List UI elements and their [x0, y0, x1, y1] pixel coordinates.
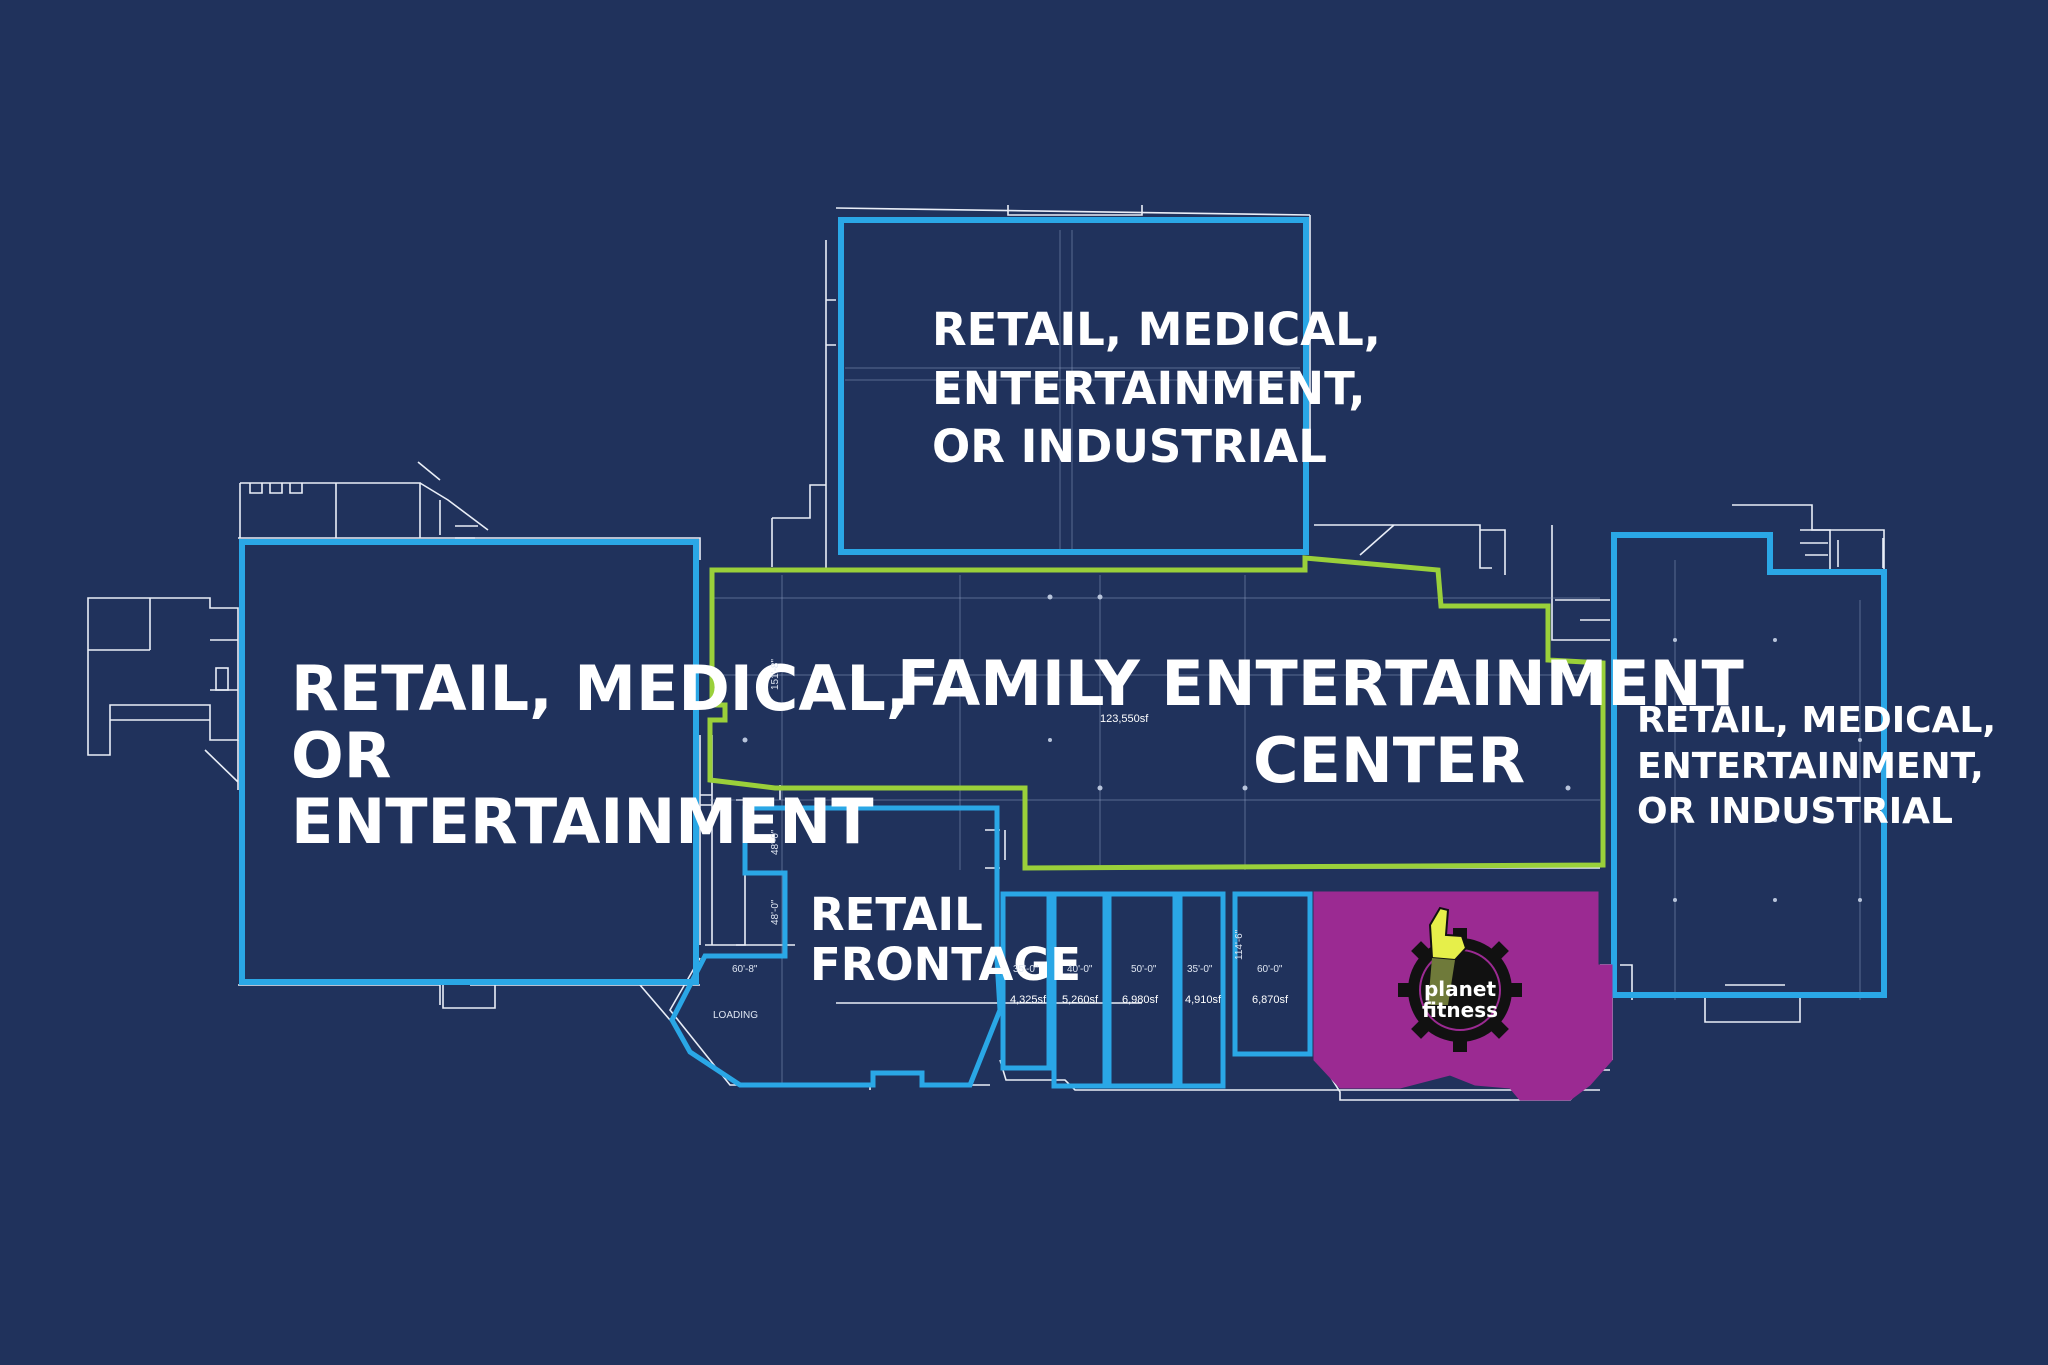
space-outline-retail-frontage[interactable] [669, 805, 1003, 1088]
loading-label: LOADING [713, 1010, 758, 1021]
column-grid [710, 230, 1862, 1085]
fec-depth-label: 151'-8" [770, 659, 781, 690]
suite-2-width: 40'-0" [1067, 964, 1093, 975]
suite-labels: 35'-0" 4,325sf 40'-0" 5,260sf 50'-0" 6,9… [1010, 929, 1289, 1006]
suite-5-width: 60'-0" [1257, 964, 1283, 975]
space-label-left-line1: RETAIL, MEDICAL, [291, 652, 909, 725]
space-label-retail-frontage: RETAIL FRONTAGE 48'-0" 48'-0" [770, 829, 1081, 991]
suite-3-area: 6,980sf [1122, 994, 1159, 1006]
suite-4-area: 4,910sf [1185, 994, 1222, 1006]
retail-frontage-dim-2: 48'-0" [770, 899, 781, 925]
space-label-right: RETAIL, MEDICAL, ENTERTAINMENT, OR INDUS… [1637, 700, 1996, 832]
fec-area-label: 123,550sf [1100, 713, 1149, 725]
thumbs-up-gear-icon [1398, 906, 1522, 1052]
suite-outline-3[interactable] [1106, 891, 1178, 1089]
suite-outline-4[interactable] [1177, 891, 1226, 1089]
space-outline-left[interactable] [239, 539, 699, 985]
suite-outline-2[interactable] [1051, 891, 1108, 1089]
space-outline-fec[interactable] [707, 555, 1606, 871]
space-label-right-line3: OR INDUSTRIAL [1637, 791, 1953, 832]
suite-5-depth: 114'-6" [1234, 929, 1245, 960]
space-label-fec-line2: CENTER [1253, 724, 1525, 797]
suite-1-area: 4,325sf [1010, 994, 1047, 1006]
space-label-left-line3: ENTERTAINMENT [291, 785, 874, 858]
planet-fitness-logo-line2: fitness [1422, 998, 1498, 1022]
space-label-left-line2: OR [291, 719, 391, 792]
space-label-top-center-line1: RETAIL, MEDICAL, [932, 303, 1381, 356]
space-label-top-center: RETAIL, MEDICAL, ENTERTAINMENT, OR INDUS… [932, 303, 1381, 473]
loading-width-label: 60'-8" [732, 964, 758, 975]
space-label-top-center-line2: ENTERTAINMENT, [932, 362, 1365, 415]
suite-1-width: 35'-0" [1013, 964, 1039, 975]
retail-frontage-dim-1: 48'-0" [770, 829, 781, 855]
space-label-retail-frontage-line2: FRONTAGE [810, 938, 1081, 991]
suite-2-area: 5,260sf [1062, 994, 1099, 1006]
suite-outline-5[interactable] [1232, 891, 1313, 1057]
suite-outline-1[interactable] [1000, 891, 1052, 1071]
space-label-fec: FAMILY ENTERTAINMENT CENTER 123,550sf 15… [770, 647, 1744, 797]
space-label-right-line1: RETAIL, MEDICAL, [1637, 700, 1996, 741]
suite-4-width: 35'-0" [1187, 964, 1213, 975]
loading-area: 60'-8" LOADING [713, 964, 758, 1021]
space-label-left: RETAIL, MEDICAL, OR ENTERTAINMENT [291, 652, 909, 858]
space-label-fec-line1: FAMILY ENTERTAINMENT [897, 647, 1744, 720]
space-label-right-line2: ENTERTAINMENT, [1637, 746, 1984, 787]
planet-fitness-logo: planet fitness [1398, 906, 1522, 1052]
space-label-retail-frontage-line1: RETAIL [810, 888, 983, 941]
space-label-top-center-line3: OR INDUSTRIAL [932, 420, 1327, 473]
suite-outlines [1000, 891, 1313, 1089]
suite-5-area: 6,870sf [1252, 994, 1289, 1006]
planet-fitness-logo-line1: planet [1424, 977, 1496, 1001]
space-outline-right[interactable] [1611, 532, 1887, 998]
suite-3-width: 50'-0" [1131, 964, 1157, 975]
space-outline-top-center[interactable] [838, 217, 1309, 555]
